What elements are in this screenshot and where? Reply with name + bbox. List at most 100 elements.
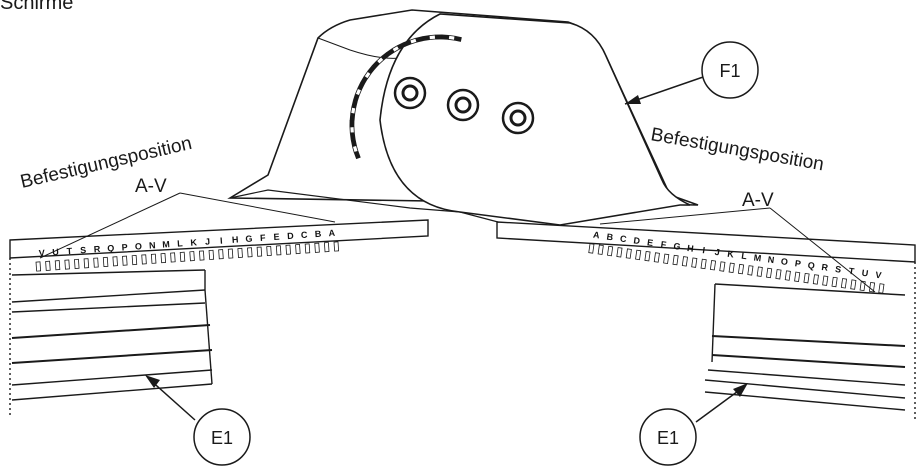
right-tick: [719, 261, 726, 272]
left-tick: [198, 250, 205, 261]
left-tick: [160, 253, 167, 264]
f1-housing: [227, 9, 699, 226]
left-scale-letter: I: [220, 236, 223, 246]
callout-e1-right: E1: [639, 383, 748, 466]
right-tick: [588, 243, 595, 254]
left-tick: [304, 243, 311, 254]
arc-scale-mark: [353, 151, 361, 160]
left-tick: [141, 254, 147, 265]
left-scale-letter: V: [38, 248, 45, 258]
callout-f1-label: F1: [719, 61, 740, 81]
arc-scale-mark: [428, 34, 436, 41]
callout-e1-left-label: E1: [211, 428, 233, 448]
left-tick: [256, 246, 263, 257]
left-tick: [93, 257, 99, 268]
right-tick: [625, 248, 632, 259]
right-tick: [653, 252, 660, 263]
mounting-hole-1: [393, 76, 427, 110]
left-position-range: A-V: [135, 176, 167, 197]
right-scale-letter: K: [727, 249, 735, 260]
left-tick: [247, 247, 253, 258]
arc-scale-mark: [349, 132, 356, 140]
left-scale-letter: P: [121, 242, 128, 252]
left-tick: [83, 258, 90, 269]
left-scale-letter: S: [80, 245, 87, 255]
left-tick-marks: [35, 241, 340, 272]
right-tick: [663, 253, 670, 264]
right-scale-letter: G: [673, 241, 681, 252]
left-scale-letter: D: [287, 231, 295, 241]
arc-scale-mark: [349, 126, 355, 134]
arc-scale-mark: [349, 113, 356, 121]
left-tick: [64, 259, 70, 270]
arc-scale-marks: [349, 34, 462, 160]
left-position-label: Befestigungsposition A-V: [18, 133, 194, 197]
left-tick: [112, 256, 118, 267]
right-tick: [784, 270, 791, 281]
right-scale-letter: D: [633, 235, 641, 246]
right-scale-letter: B: [606, 232, 614, 243]
arc-scale-mark: [397, 42, 406, 50]
left-tick: [150, 253, 157, 264]
right-tick: [644, 251, 651, 262]
right-tick: [794, 271, 801, 283]
left-scale-letter: A: [328, 228, 336, 238]
right-tick: [756, 266, 763, 277]
right-tick: [850, 279, 857, 290]
arc-scale-mark: [454, 35, 462, 42]
right-scale-letter: J: [714, 247, 720, 258]
callout-e1-left: E1: [145, 375, 251, 466]
left-scale-letter: M: [162, 239, 170, 249]
left-tick: [314, 242, 320, 253]
right-scale-letter: H: [686, 243, 694, 254]
left-rail: [9, 219, 429, 415]
right-scale-letter: F: [660, 239, 667, 250]
right-tick: [597, 244, 604, 255]
right-scale-letter: N: [767, 254, 775, 265]
left-tick: [170, 252, 176, 263]
arc-scale-mark: [351, 100, 358, 109]
right-scale-letter: L: [741, 251, 748, 262]
right-tick: [747, 265, 754, 276]
arc-scale-mark: [352, 145, 359, 153]
right-tick: [728, 262, 735, 274]
left-tick: [295, 244, 301, 255]
right-position-range: A-V: [742, 190, 774, 211]
left-tick: [122, 255, 128, 266]
left-tick: [45, 260, 51, 271]
left-tick: [218, 249, 224, 260]
callout-e1-right-label: E1: [657, 428, 679, 448]
callout-f1: F1: [624, 41, 759, 105]
left-tick: [323, 242, 330, 253]
right-scale-letter: E: [646, 237, 653, 248]
right-tick: [709, 260, 717, 271]
left-tick: [54, 260, 61, 271]
left-tick: [102, 256, 109, 268]
right-tick: [691, 257, 698, 268]
arc-scale-mark: [435, 34, 443, 40]
mounting-holes: [393, 76, 535, 135]
right-scale-letter: C: [619, 233, 627, 244]
arc-scale-mark: [441, 34, 449, 40]
left-scale-letter: G: [245, 233, 253, 243]
left-scale-letter: U: [52, 247, 59, 257]
right-tick: [803, 272, 810, 284]
arc-scale-mark: [350, 138, 357, 147]
left-scale-letter: Q: [107, 243, 115, 253]
left-tick: [35, 261, 42, 272]
arc-scale-mark: [415, 36, 424, 43]
right-tick-marks: [588, 243, 885, 294]
arc-scale-mark: [376, 56, 385, 65]
arc-scale-mark: [386, 48, 395, 57]
left-scale-letter: O: [135, 241, 143, 251]
right-tick: [831, 276, 838, 288]
right-tick: [868, 281, 876, 293]
left-tick: [189, 251, 195, 262]
right-scale-letter: Q: [807, 260, 815, 271]
right-tick: [775, 269, 782, 280]
left-tick: [333, 241, 340, 252]
right-scale-letter: V: [875, 270, 882, 281]
left-tick: [208, 249, 215, 260]
